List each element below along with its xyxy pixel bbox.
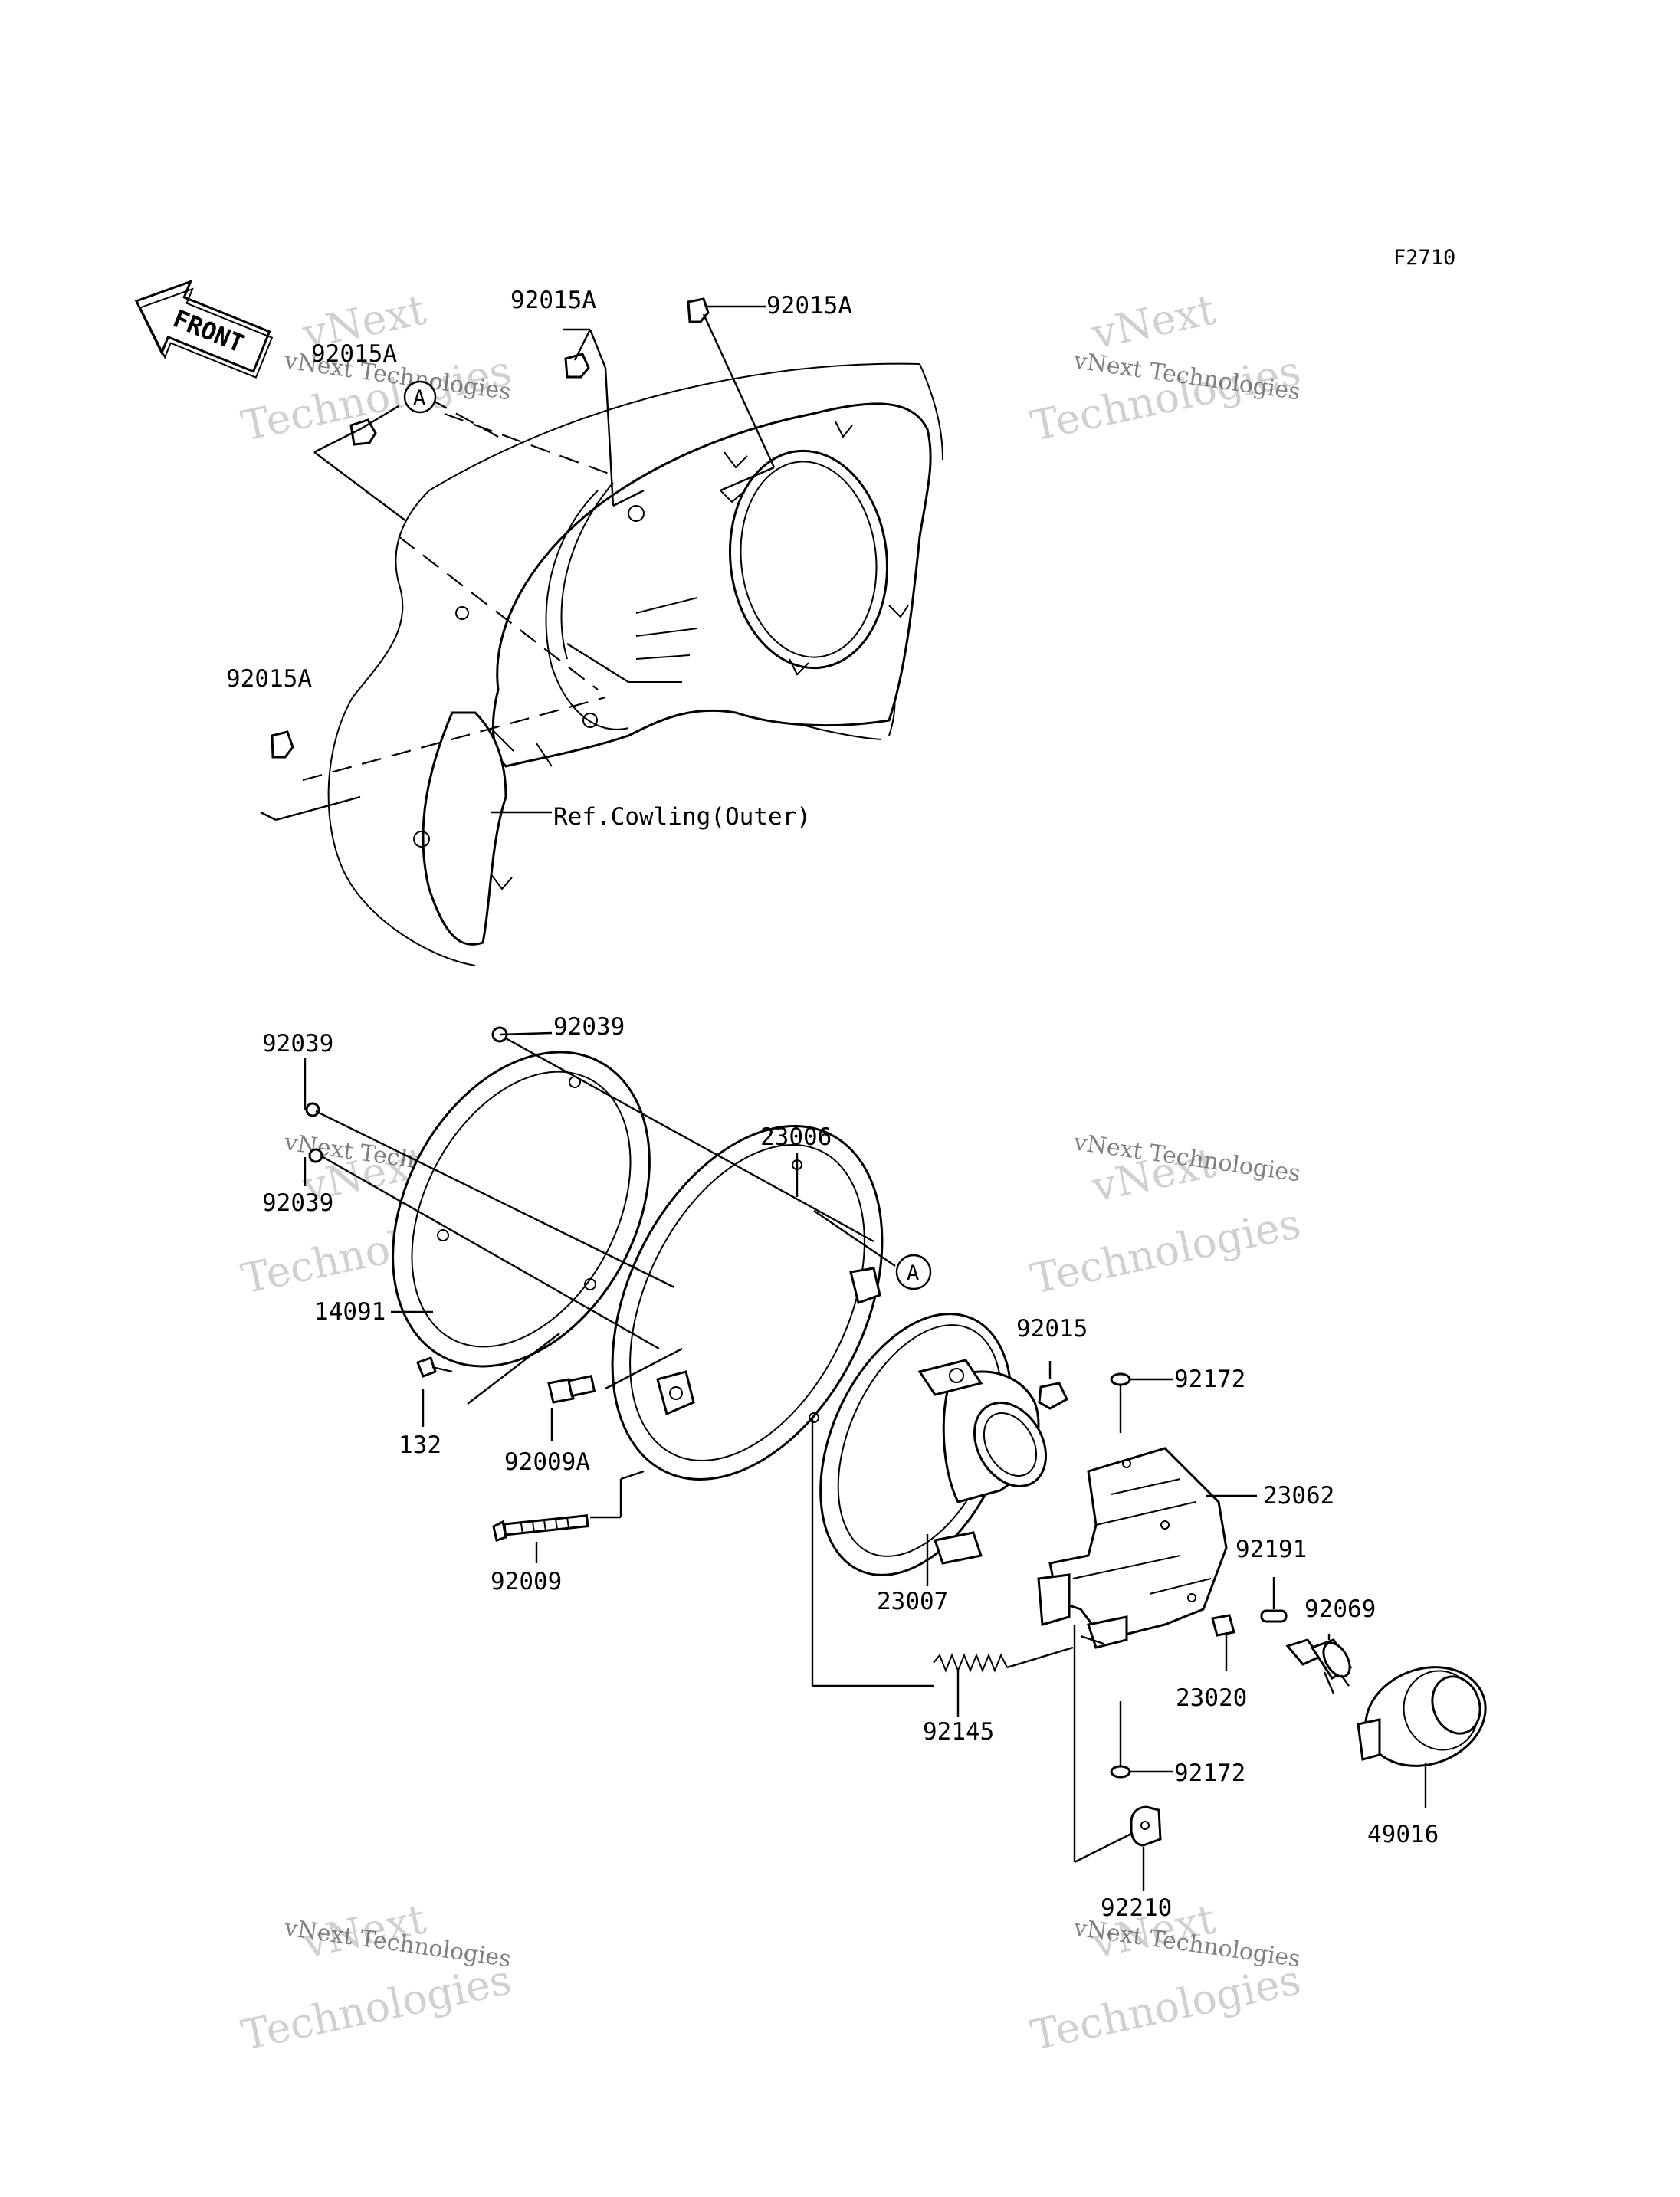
- screw-92172-upper-icon: [1110, 1372, 1131, 1396]
- label-92069: 92069: [1304, 1595, 1376, 1623]
- pin-92191-icon: [1260, 1609, 1288, 1623]
- watermark-text: Technologies: [1027, 1956, 1305, 2060]
- label-23007: 23007: [877, 1588, 948, 1615]
- screw-92009A-icon: [547, 1374, 596, 1404]
- label-92009A: 92009A: [504, 1448, 590, 1476]
- label-92015A-top-right: 92015A: [766, 292, 852, 320]
- label-92210: 92210: [1101, 1894, 1172, 1922]
- front-arrow-icon: FRONT: [134, 279, 274, 379]
- watermark-top-left: vNext Technologies vNext Technologies: [238, 285, 516, 450]
- label-92015: 92015: [1016, 1315, 1088, 1343]
- label-92039-left-lower: 92039: [262, 1189, 333, 1217]
- marker-a-text: A: [907, 1261, 919, 1285]
- clip-nut-92015A-lower-icon: [271, 730, 294, 759]
- headlight-rim-14091-icon: [392, 1051, 651, 1368]
- label-92172-upper: 92172: [1174, 1366, 1245, 1393]
- label-132: 132: [399, 1431, 441, 1459]
- label-92015A-top-center: 92015A: [510, 287, 596, 314]
- mounting-ring-23006-icon: [611, 1125, 884, 1481]
- figure-code: F2710: [1393, 246, 1455, 270]
- label-23062: 23062: [1263, 1482, 1334, 1510]
- screw-92172-lower-icon: [1110, 1759, 1131, 1779]
- screw-92039-left-lower-icon: [308, 1148, 323, 1163]
- spring-92145-icon: [933, 1653, 1008, 1673]
- marker-a-text: A: [413, 386, 425, 410]
- reference-marker-a-upper: A: [403, 380, 437, 414]
- nut-92015-icon: [1038, 1382, 1068, 1410]
- label-92015A-lower: 92015A: [226, 665, 312, 693]
- clip-nut-92015A-top-center-icon: [564, 353, 590, 379]
- watermark-text: Technologies: [1027, 1199, 1305, 1303]
- watermark-text: Technologies: [238, 1956, 516, 2060]
- label-92145: 92145: [923, 1718, 994, 1746]
- screw-92009-icon: [492, 1514, 589, 1542]
- screw-92039-left-upper-icon: [305, 1102, 320, 1117]
- plate-92210-icon: [1130, 1805, 1162, 1847]
- label-23020: 23020: [1176, 1684, 1247, 1712]
- label-49016: 49016: [1367, 1821, 1439, 1848]
- reference-note-cowling: Ref.Cowling(Outer): [553, 803, 811, 831]
- watermark-top-right: vNext Technologies vNext Technologies: [1027, 285, 1305, 450]
- upper-leader-lines: [260, 305, 776, 821]
- label-14091: 14091: [314, 1298, 386, 1326]
- watermark-bottom-left: vNext Technologies vNext Technologies: [238, 1894, 516, 2059]
- headlight-unit-23007-icon: [819, 1313, 1048, 1576]
- bulb-92069-icon: [1285, 1638, 1353, 1694]
- label-92039-left-upper: 92039: [262, 1030, 333, 1058]
- label-92009: 92009: [491, 1568, 562, 1595]
- clip-nut-92015A-left-icon: [349, 418, 377, 446]
- watermark-mid-right: vNext Technologies vNext Technologies: [1027, 1129, 1305, 1303]
- label-92172-lower: 92172: [1174, 1759, 1245, 1787]
- connector-23020-icon: [1211, 1614, 1235, 1637]
- label-92191: 92191: [1235, 1536, 1307, 1563]
- boot-cap-49016-icon: [1357, 1666, 1487, 1767]
- reference-marker-a-lower: A: [895, 1254, 932, 1290]
- label-92015A-left: 92015A: [311, 340, 397, 368]
- lower-leader-lines: [304, 1031, 1427, 1891]
- bolt-132-icon: [416, 1356, 453, 1378]
- label-23006: 23006: [760, 1123, 832, 1151]
- label-92039-top: 92039: [553, 1013, 625, 1041]
- cowling-outer: [327, 362, 943, 966]
- bracket-23062-icon: [1037, 1447, 1228, 1649]
- watermark-text: vNext: [1088, 285, 1220, 359]
